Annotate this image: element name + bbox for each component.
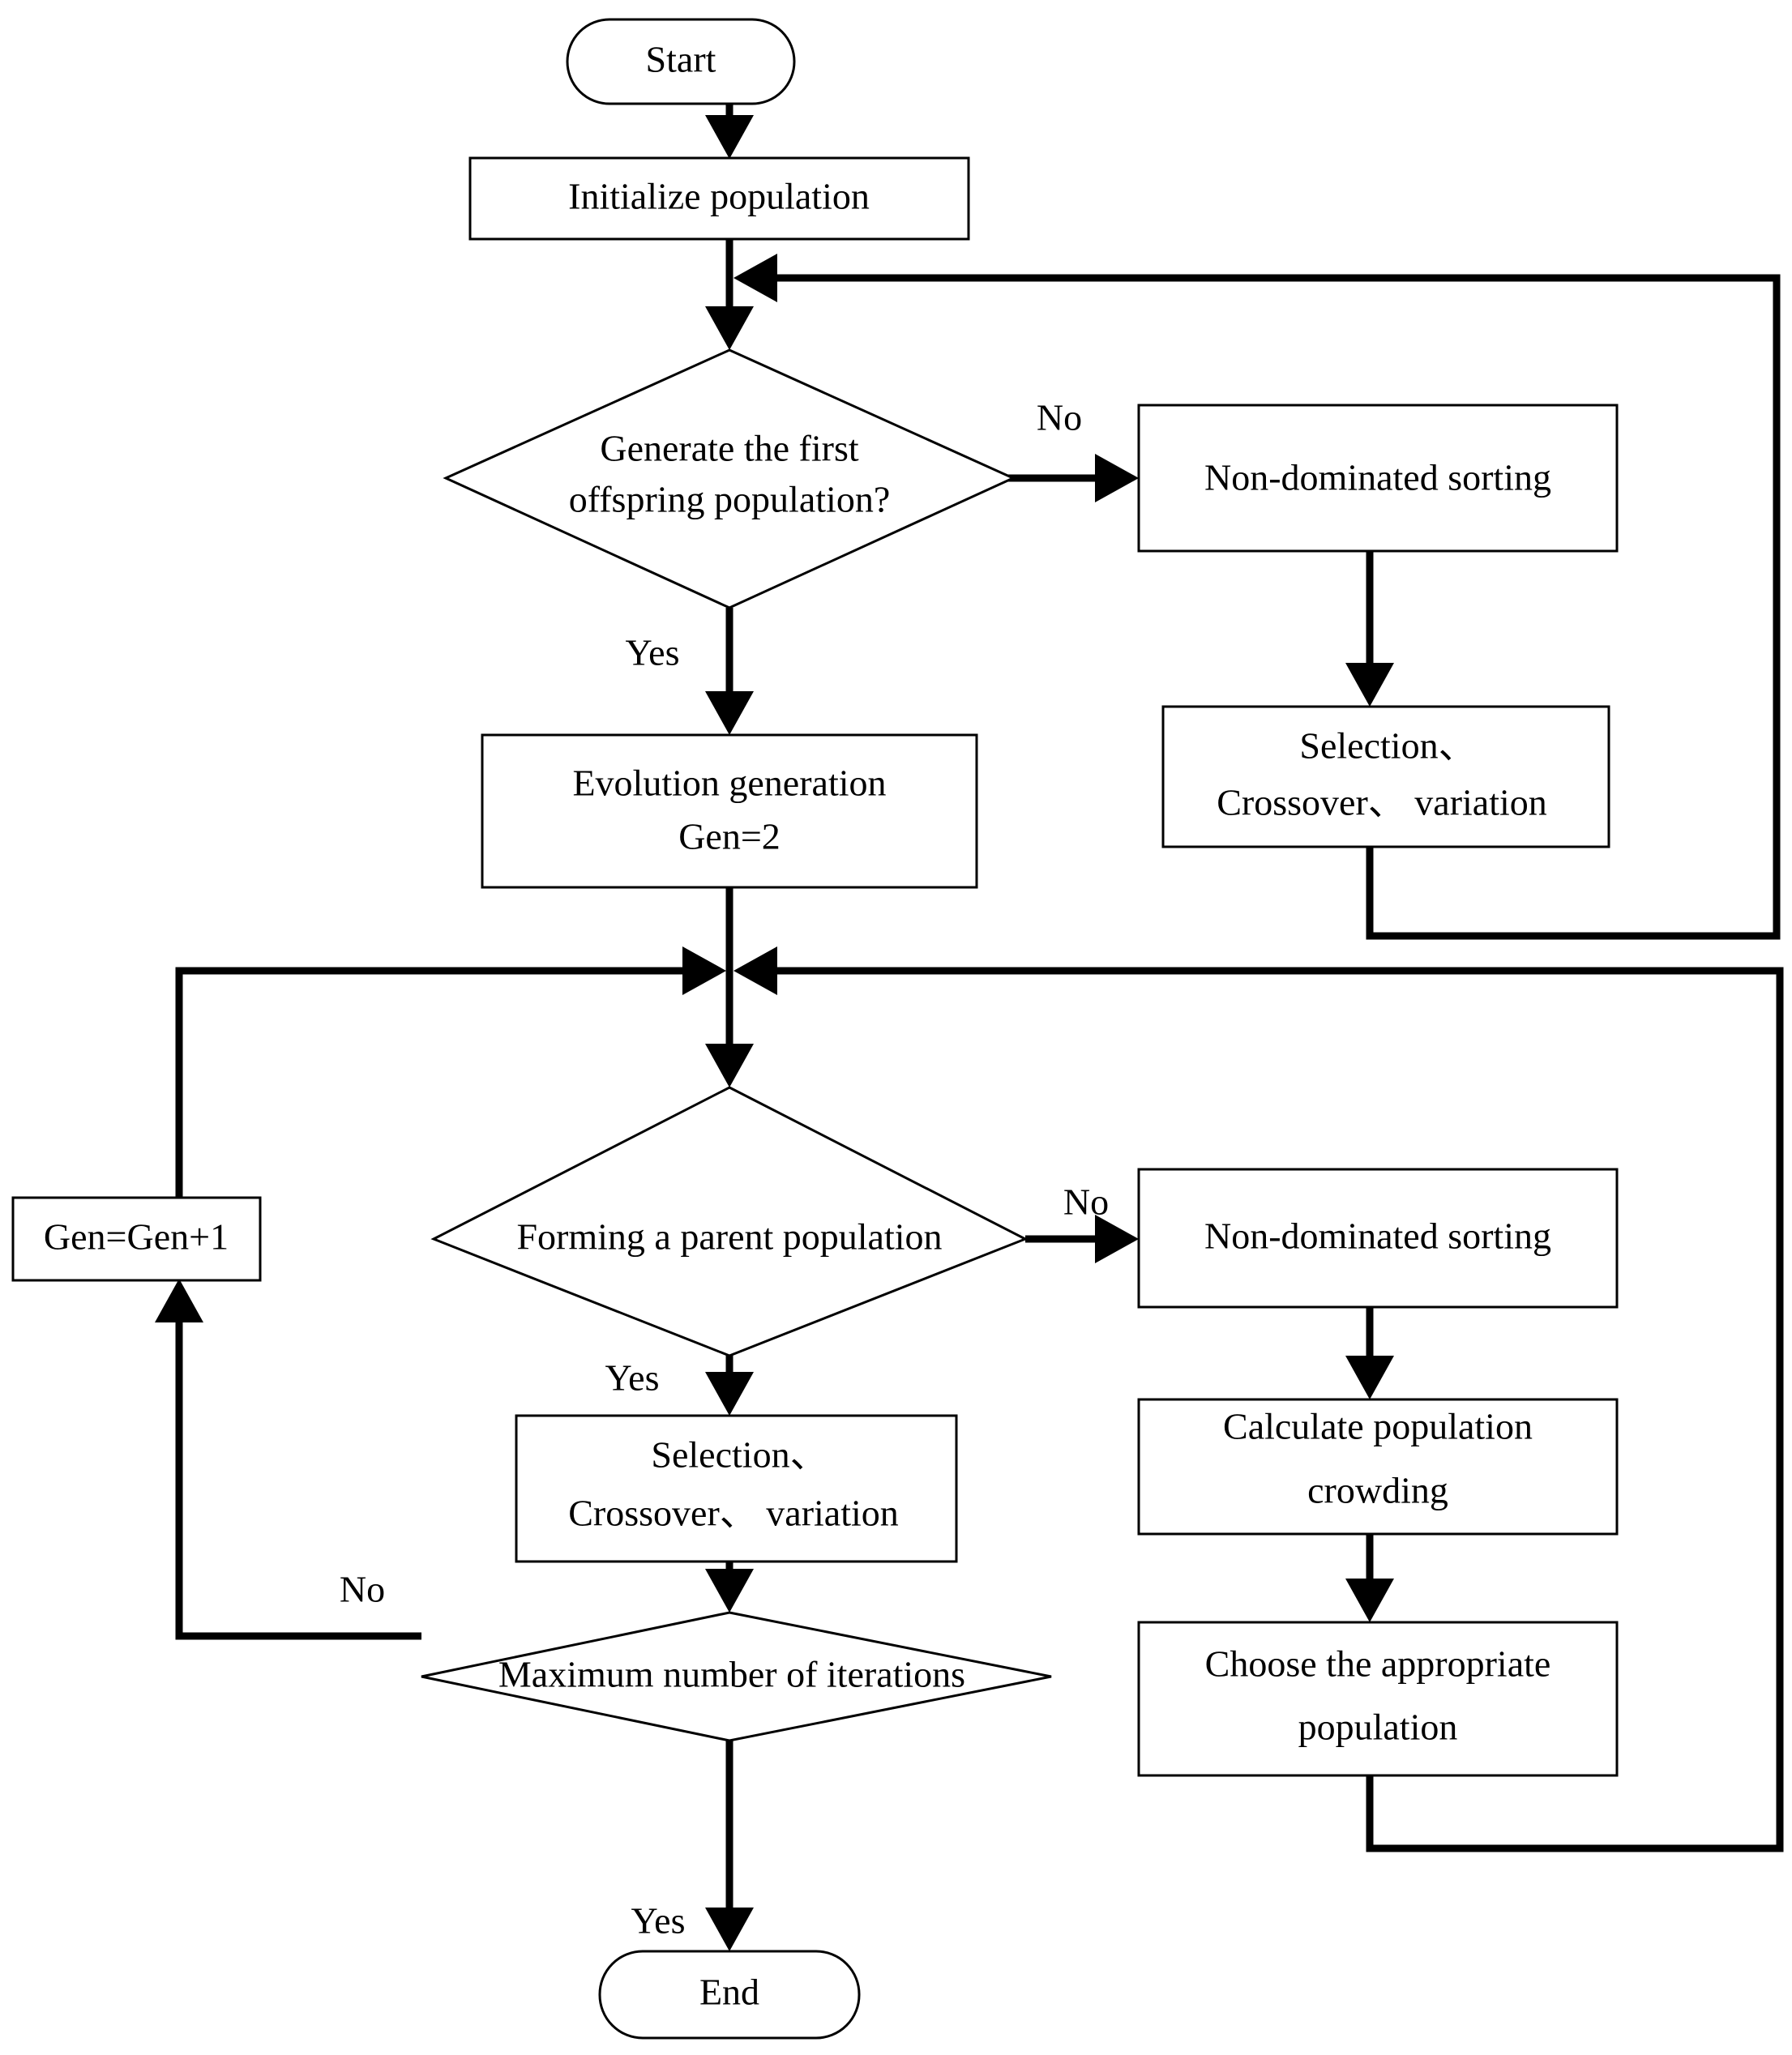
node-non-dominated-sorting-top-label: Non-dominated sorting: [1204, 457, 1551, 498]
node-selection-crossover-variation-top[interactable]: Selection、 Crossover、 variation: [1161, 705, 1610, 848]
edge-gen-increment-to-merge: [175, 946, 726, 1198]
node-calculate-crowding-line2: crowding: [1307, 1470, 1448, 1511]
node-decision-parent-population[interactable]: Forming a parent population: [430, 1086, 1029, 1357]
edge-max-iterations-yes-to-end: [705, 1741, 754, 1951]
node-evolution-generation[interactable]: Evolution generation Gen=2: [481, 733, 978, 889]
node-gen-increment[interactable]: Gen=Gen+1: [11, 1196, 262, 1282]
node-decision-first-offspring-line2: offspring population?: [569, 479, 890, 520]
edge-init-to-decision: [705, 239, 754, 350]
node-selection-crossover-variation-bottom[interactable]: Selection、 Crossover、 variation: [515, 1414, 958, 1563]
edge-parent-yes-to-scv-bottom: [705, 1356, 754, 1416]
node-end[interactable]: End: [598, 1950, 861, 2040]
edge-nds-top-to-scv-top: [1345, 551, 1394, 707]
node-decision-max-iterations[interactable]: Maximum number of iterations: [421, 1611, 1052, 1742]
node-initialize-population-label: Initialize population: [568, 176, 870, 217]
node-scv-top-line2: Crossover、 variation: [1217, 782, 1547, 823]
edge-label-no-middle: No: [1063, 1181, 1109, 1223]
edge-crowding-to-choose: [1345, 1534, 1394, 1622]
node-calculate-crowding[interactable]: Calculate population crowding: [1137, 1398, 1619, 1536]
edge-nds-bottom-to-crowding: [1345, 1307, 1394, 1399]
node-gen-increment-label: Gen=Gen+1: [44, 1216, 229, 1258]
edge-parent-no-to-nds-bottom: [1025, 1215, 1139, 1263]
node-evolution-generation-line1: Evolution generation: [572, 763, 886, 804]
node-start-label: Start: [646, 39, 716, 80]
node-non-dominated-sorting-bottom-label: Non-dominated sorting: [1204, 1215, 1551, 1257]
edge-decision-yes-to-evolution: [705, 608, 754, 735]
edge-label-no-top: No: [1037, 397, 1082, 438]
edge-label-no-bottom: No: [340, 1569, 385, 1610]
edge-max-iterations-no-to-gen-increment: [155, 1279, 421, 1640]
edge-top-feedback-loop: [733, 254, 1781, 940]
node-start[interactable]: Start: [566, 18, 796, 105]
edge-label-yes-bottom: Yes: [631, 1900, 686, 1942]
node-decision-parent-population-label: Forming a parent population: [516, 1216, 942, 1258]
edge-evolution-to-parent-decision: [705, 887, 754, 1087]
edge-start-to-init: [705, 104, 754, 159]
node-decision-max-iterations-label: Maximum number of iterations: [498, 1654, 965, 1695]
node-scv-bottom-line1: Selection、: [651, 1434, 827, 1476]
edge-choose-population-to-merge: [733, 946, 1784, 1852]
node-initialize-population[interactable]: Initialize population: [468, 156, 970, 241]
node-choose-population[interactable]: Choose the appropriate population: [1137, 1621, 1619, 1777]
node-calculate-crowding-line1: Calculate population: [1223, 1406, 1533, 1447]
node-non-dominated-sorting-bottom[interactable]: Non-dominated sorting: [1137, 1168, 1619, 1309]
node-scv-top-line1: Selection、: [1299, 725, 1475, 767]
edge-label-yes-middle: Yes: [605, 1357, 660, 1399]
node-decision-first-offspring-line1: Generate the first: [600, 428, 859, 469]
node-non-dominated-sorting-top[interactable]: Non-dominated sorting: [1137, 404, 1619, 553]
node-scv-bottom-line2: Crossover、 variation: [568, 1493, 899, 1534]
node-end-label: End: [699, 1972, 759, 2013]
edge-label-yes-top: Yes: [626, 632, 680, 673]
node-evolution-generation-line2: Gen=2: [678, 816, 781, 857]
edge-scv-bottom-to-max-iterations: [705, 1562, 754, 1613]
node-choose-population-line2: population: [1298, 1707, 1458, 1748]
node-choose-population-line1: Choose the appropriate: [1205, 1643, 1551, 1685]
node-decision-first-offspring[interactable]: Generate the first offspring population?: [443, 348, 1016, 609]
